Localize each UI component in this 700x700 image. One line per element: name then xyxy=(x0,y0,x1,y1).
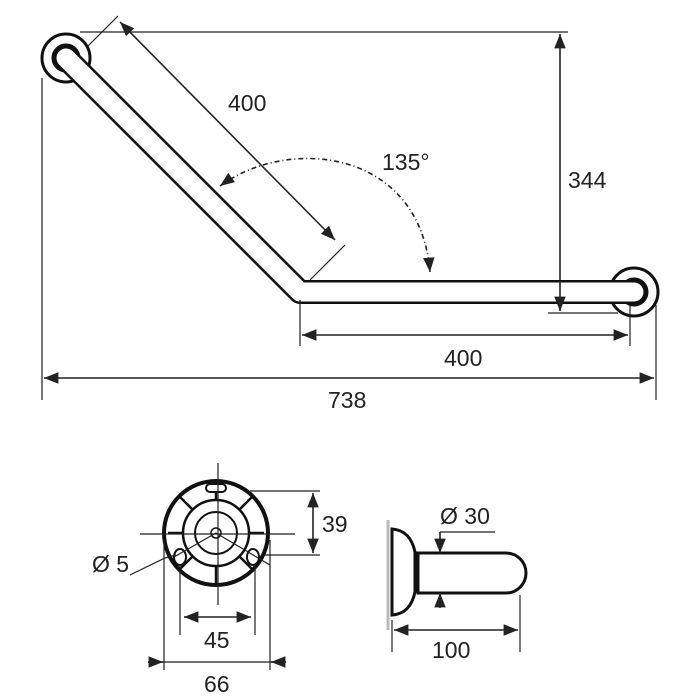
dimension-45: 45 xyxy=(179,565,256,653)
angle-label: 135° xyxy=(382,149,430,175)
tube-diameter-label: Ø 30 xyxy=(440,503,490,529)
bar-outline xyxy=(54,46,646,304)
rosette-side-view xyxy=(386,520,528,630)
tube xyxy=(416,551,528,595)
projection-label: 100 xyxy=(432,637,470,663)
dimension-tube-diameter: Ø 30 xyxy=(434,503,495,608)
dimension-angle-135: 135° xyxy=(219,149,435,273)
diagonal-length-label: 400 xyxy=(228,90,266,116)
dimension-hole-diameter: Ø 5 xyxy=(92,551,177,577)
dimension-horizontal-400: 400 xyxy=(302,329,628,371)
overall-width-label: 738 xyxy=(328,387,366,413)
hole-diameter-label: Ø 5 xyxy=(92,551,129,577)
grab-bar-main-view xyxy=(40,32,660,318)
dimension-overall-738: 738 xyxy=(44,372,654,413)
dimension-100: 100 xyxy=(391,595,521,663)
bar-fill xyxy=(56,48,644,302)
height-offset-label: 39 xyxy=(322,511,348,537)
flange-diameter-label: 66 xyxy=(204,671,230,697)
horizontal-length-label: 400 xyxy=(444,345,482,371)
rosette-front-view xyxy=(140,463,295,605)
height-label: 344 xyxy=(568,167,607,193)
dimension-39: 39 xyxy=(250,490,348,556)
dimension-66: 66 xyxy=(148,540,286,697)
extension-lines xyxy=(41,15,657,400)
hole-spacing-label: 45 xyxy=(204,627,230,653)
dimension-height-344: 344 xyxy=(554,34,607,311)
